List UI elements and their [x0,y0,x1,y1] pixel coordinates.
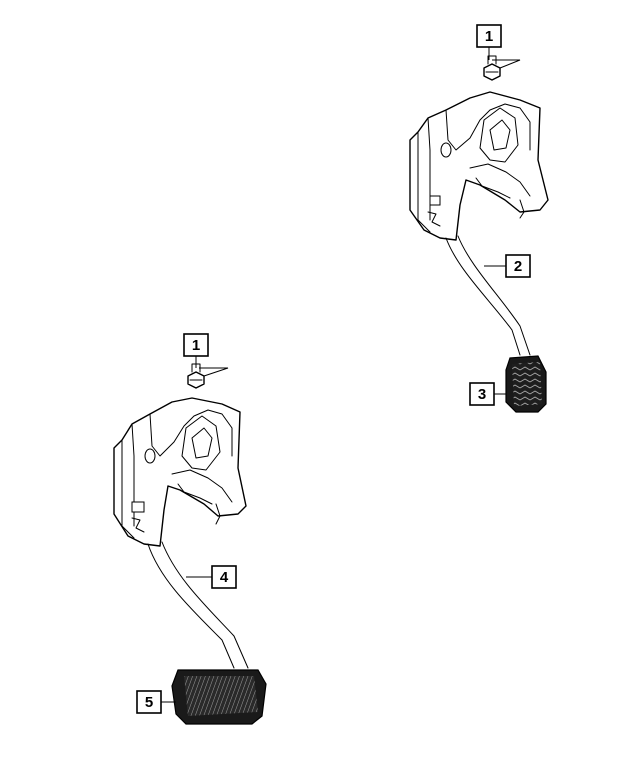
callout-1-top-label: 1 [485,28,493,45]
brake-pedal-assembly [113,363,267,725]
callout-1-bottom: 1 [183,333,229,377]
brake-pedal-bracket [113,397,247,547]
callout-4-label: 4 [220,569,229,586]
clutch-pedal-assembly [409,55,549,413]
brake-pedal-pad [171,669,267,725]
callout-2-label: 2 [514,258,522,275]
callout-1-top: 1 [476,24,521,69]
brake-pedal-arm [147,541,249,669]
callout-2: 2 [484,254,531,278]
nut-part-upper [483,55,501,81]
clutch-pedal-pad [505,355,547,413]
clutch-pedal-arm [445,235,531,356]
callout-3-label: 3 [478,386,486,403]
nut-part-lower [187,363,205,389]
callout-5: 5 [136,690,176,714]
callout-3: 3 [469,382,506,406]
clutch-pedal-bracket [409,91,549,241]
callout-1-bottom-label: 1 [192,337,200,354]
callout-5-label: 5 [145,694,153,711]
callout-4: 4 [186,565,237,589]
